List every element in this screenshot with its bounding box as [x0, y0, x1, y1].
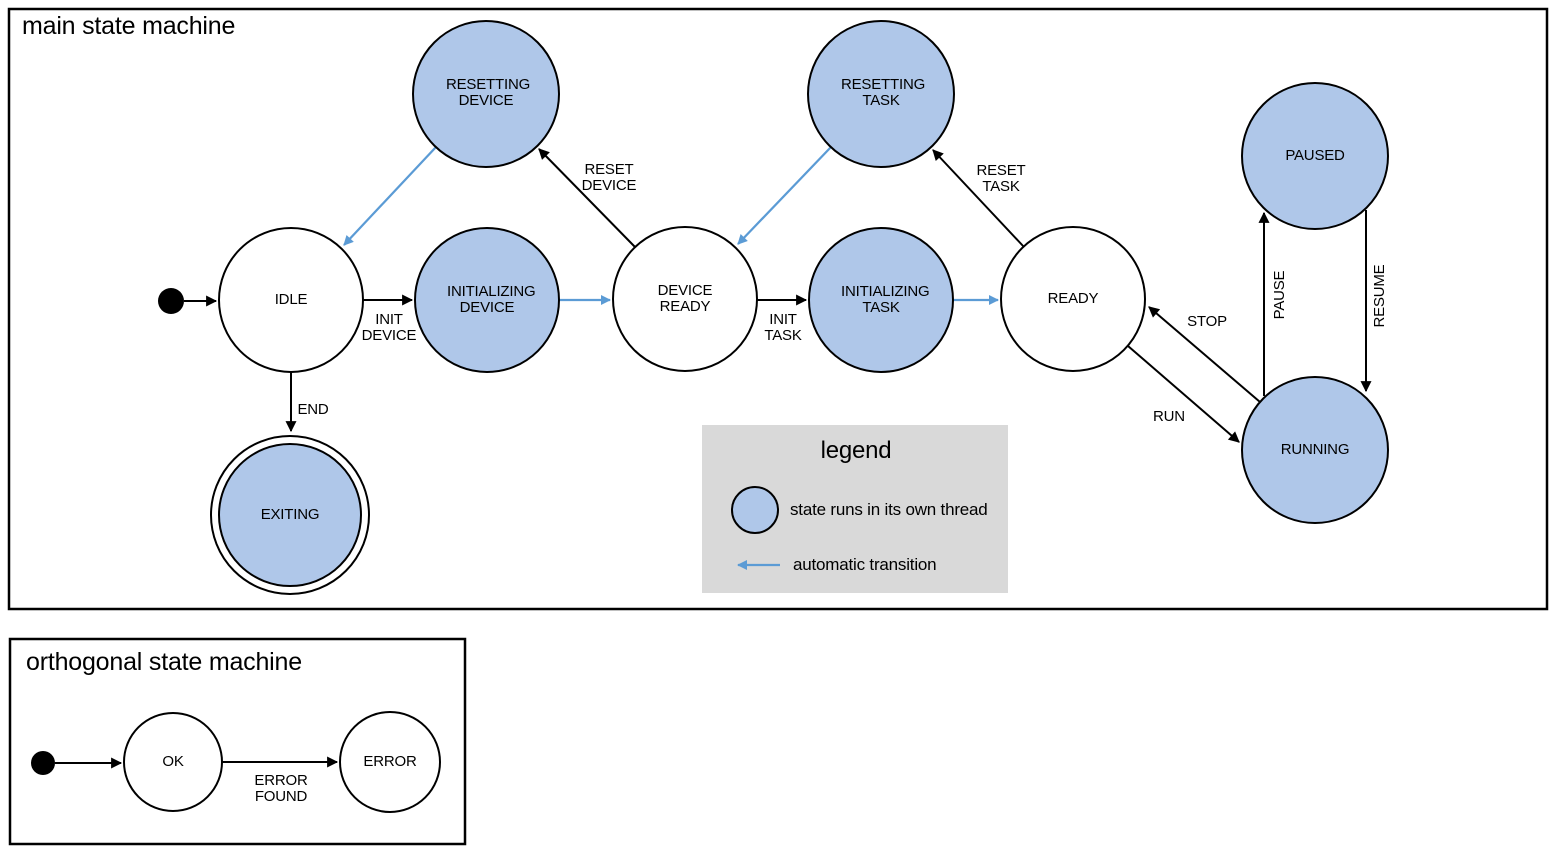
state-initializing-device-label: INITIALIZING DEVICE	[447, 283, 536, 316]
transition-reset-task-label: RESET TASK	[976, 162, 1026, 195]
main-initial-state-dot	[158, 288, 184, 314]
state-exiting-inner-circle	[218, 443, 362, 587]
transition-reset-task	[932, 149, 1025, 248]
state-device-ready-circle	[612, 226, 758, 372]
state-ready-label: READY	[1047, 290, 1099, 307]
transition-pause-label: PAUSE	[1271, 270, 1288, 320]
orthogonal-machine-title: orthogonal state machine	[26, 648, 302, 676]
state-error-label: ERROR	[363, 753, 417, 770]
transition-auto-resetdevice-idle	[343, 146, 437, 246]
state-ready-circle	[1000, 226, 1146, 372]
state-idle-label: IDLE	[274, 291, 308, 308]
transition-reset-device-label: RESET DEVICE	[581, 161, 637, 194]
transition-error-found-label: ERROR FOUND	[254, 772, 308, 805]
transition-resume-label: RESUME	[1371, 264, 1388, 328]
state-exiting-label: EXITING	[260, 506, 320, 523]
transition-stop-label: STOP	[1187, 313, 1227, 330]
legend-thread-state-swatch	[731, 486, 779, 534]
main-machine-frame	[7, 7, 1549, 611]
state-device-ready-label: DEVICE READY	[657, 282, 713, 315]
transition-run	[1127, 345, 1240, 443]
legend-thread-item-label: state runs in its own thread	[790, 500, 988, 519]
transition-auto-resettask-deviceready	[737, 146, 832, 245]
legend-title: legend	[820, 437, 892, 464]
state-error-circle	[339, 711, 441, 813]
main-machine-title: main state machine	[22, 12, 236, 40]
state-initializing-task-circle	[808, 227, 954, 373]
transition-run-label: RUN	[1153, 408, 1185, 425]
state-paused-label: PAUSED	[1285, 147, 1345, 164]
state-resetting-device-label: RESETTING DEVICE	[446, 76, 531, 109]
state-running-circle	[1241, 376, 1389, 524]
state-ok-label: OK	[162, 753, 184, 770]
transition-init-device-label: INIT DEVICE	[361, 311, 417, 344]
state-initializing-task-label: INITIALIZING TASK	[841, 283, 930, 316]
state-paused-circle	[1241, 82, 1389, 230]
transition-init-task-label: INIT TASK	[764, 311, 802, 344]
state-idle-circle	[218, 227, 364, 373]
state-running-label: RUNNING	[1280, 441, 1350, 458]
state-ok-circle	[123, 712, 223, 812]
transition-end-label: END	[297, 401, 329, 418]
state-resetting-device-circle	[412, 20, 560, 168]
legend-auto-item-label: automatic transition	[793, 555, 937, 574]
transition-reset-device	[538, 148, 636, 248]
state-resetting-task-label: RESETTING TASK	[841, 76, 926, 109]
orthogonal-machine-frame	[8, 637, 467, 846]
ortho-initial-state-dot	[31, 751, 55, 775]
transition-stop	[1148, 306, 1261, 403]
state-resetting-task-circle	[807, 20, 955, 168]
state-initializing-device-circle	[414, 227, 560, 373]
